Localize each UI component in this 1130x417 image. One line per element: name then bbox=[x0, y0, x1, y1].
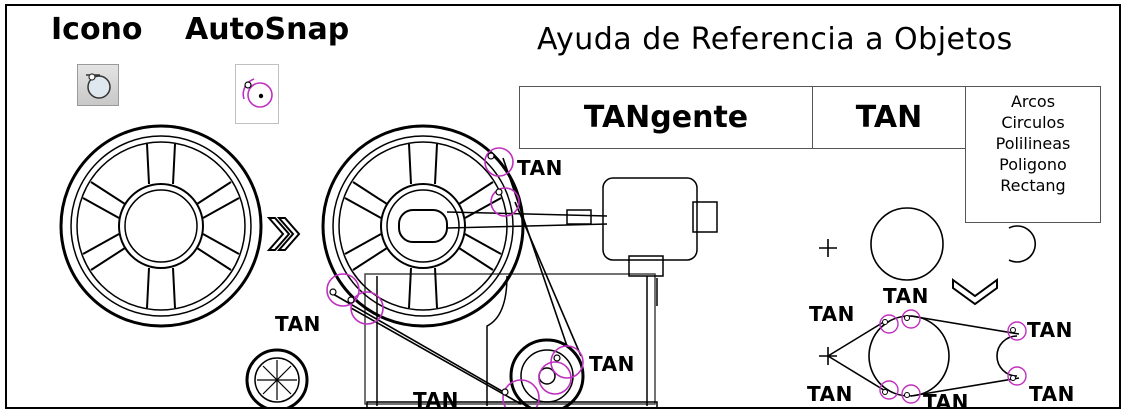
tan-label: TAN bbox=[517, 156, 563, 180]
small-wheel bbox=[245, 348, 309, 407]
tangent-markers-example bbox=[879, 309, 1027, 404]
diagram-frame: Icono AutoSnap Ayuda de Referencia a Obj… bbox=[5, 4, 1121, 409]
reference-table: TANgente TAN Arcos Circulos Polilineas P… bbox=[519, 85, 1101, 223]
page-title: Ayuda de Referencia a Objetos bbox=[537, 22, 1013, 57]
object-item: Poligono bbox=[999, 155, 1067, 174]
tangent-example-before bbox=[819, 207, 1036, 281]
tan-label: TAN bbox=[883, 284, 929, 308]
tan-label: TAN bbox=[413, 388, 459, 409]
illustration bbox=[59, 124, 1036, 407]
object-item: Rectang bbox=[1000, 176, 1066, 195]
tangent-marker-icon bbox=[235, 64, 279, 124]
tangent-snap-icon[interactable] bbox=[77, 64, 119, 106]
autosnap-column-heading: AutoSnap bbox=[185, 12, 350, 47]
object-item: Circulos bbox=[1001, 113, 1065, 132]
tangent-points-machine bbox=[329, 152, 561, 396]
tan-label: TAN bbox=[1027, 318, 1073, 342]
tan-label: TAN bbox=[275, 312, 321, 336]
belt-lines bbox=[332, 157, 582, 405]
tan-label: TAN bbox=[923, 390, 969, 409]
object-item: Arcos bbox=[1010, 92, 1056, 111]
icon-column-heading: Icono bbox=[51, 12, 143, 47]
tangent-example-after bbox=[819, 315, 1020, 397]
pulley-wheel-center bbox=[321, 124, 525, 328]
machine-drawing bbox=[364, 177, 718, 407]
double-chevron-down-icon bbox=[952, 278, 998, 306]
tan-label: TAN bbox=[1029, 382, 1075, 406]
tan-label: TAN bbox=[589, 352, 635, 376]
tangent-markers-machine bbox=[326, 147, 584, 407]
snap-mode-name: TANgente bbox=[519, 85, 813, 150]
snap-mode-abbreviation: TAN bbox=[812, 85, 966, 150]
pulley-wheel-left bbox=[59, 124, 263, 328]
object-item: Polilineas bbox=[995, 134, 1071, 153]
tan-label: TAN bbox=[807, 382, 853, 406]
tangent-points-example bbox=[882, 315, 1016, 398]
double-chevron-right-icon bbox=[266, 217, 301, 251]
tan-label: TAN bbox=[809, 302, 855, 326]
applicable-objects-list: Arcos Circulos Polilineas Poligono Recta… bbox=[965, 86, 1101, 223]
small-pulley bbox=[509, 338, 585, 407]
